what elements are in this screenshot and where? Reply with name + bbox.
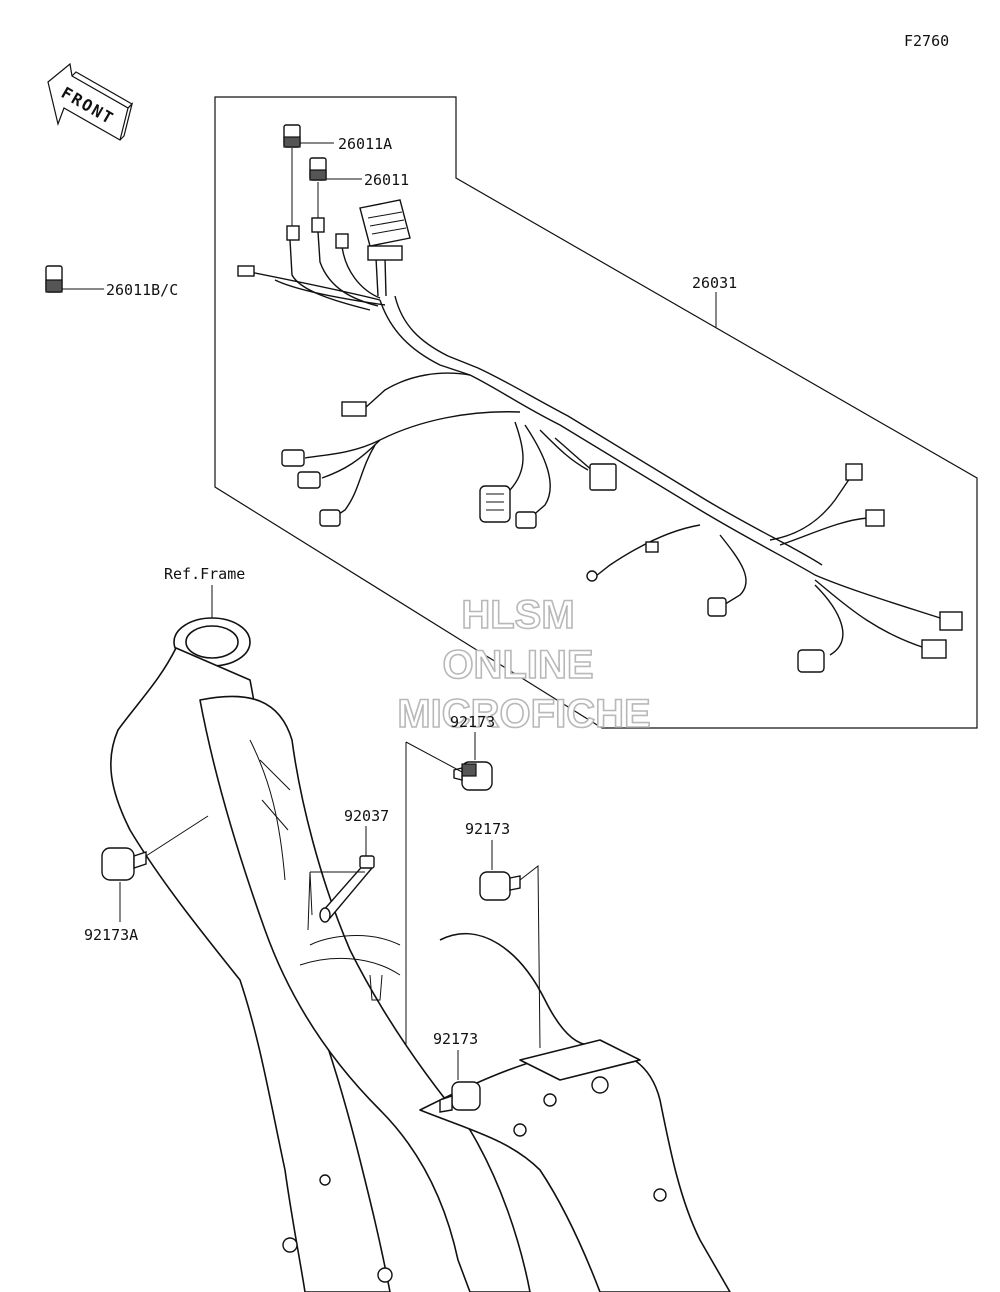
label-26031: 26031 [692, 274, 737, 292]
connector-l1 [281, 449, 305, 467]
bolt-92173-low [439, 1081, 481, 1113]
connector-r1 [845, 463, 863, 481]
connector-center-large [479, 485, 511, 523]
label-92037: 92037 [344, 807, 389, 825]
bolt-92173A [101, 847, 147, 881]
connector-r4 [921, 639, 947, 659]
label-26011: 26011 [364, 171, 409, 189]
connector-l2 [297, 471, 321, 489]
svg-text:MICROFICHE: MICROFICHE [397, 692, 650, 736]
label-92173A: 92173A [84, 926, 138, 944]
connector-r6 [707, 597, 727, 617]
connector-l3 [319, 509, 341, 527]
label-26011A: 26011A [338, 135, 392, 153]
connector-26011BC [45, 265, 104, 293]
ground-terminal [586, 541, 659, 582]
connector-small-a [286, 225, 300, 241]
connector-r3 [939, 611, 963, 631]
front-arrow-icon [47, 62, 134, 141]
ecu-multi-pin-connector [359, 199, 411, 261]
clamp-92037 [319, 855, 375, 923]
bolt-92173-top [453, 761, 493, 791]
connector-26011 [309, 157, 362, 181]
bolt-92173-mid [479, 871, 521, 901]
connector-center-small [515, 511, 537, 529]
svg-text:HLSM: HLSM [461, 593, 574, 637]
watermark: HLSM ONLINE MICROFICHE [397, 592, 652, 737]
connector-left-end [237, 265, 255, 277]
ref-frame-label: Ref.Frame [164, 565, 245, 583]
connector-26011A [283, 124, 334, 148]
connector-junction [589, 463, 617, 491]
label-92173-mid: 92173 [465, 820, 510, 838]
connector-small-c [335, 233, 349, 249]
motorcycle-frame [110, 617, 731, 1292]
main-harness-26031 [249, 231, 941, 656]
connector-small-b [311, 217, 325, 233]
connector-mid-left [341, 401, 367, 417]
figure-code: F2760 [904, 32, 949, 50]
label-92173-top: 92173 [450, 713, 495, 731]
connector-r2 [865, 509, 885, 527]
label-92173-low: 92173 [433, 1030, 478, 1048]
label-26011BC: 26011B/C [106, 281, 178, 299]
connector-r5 [797, 649, 825, 673]
svg-text:ONLINE: ONLINE [442, 643, 593, 687]
harness-group-outline [214, 96, 978, 729]
